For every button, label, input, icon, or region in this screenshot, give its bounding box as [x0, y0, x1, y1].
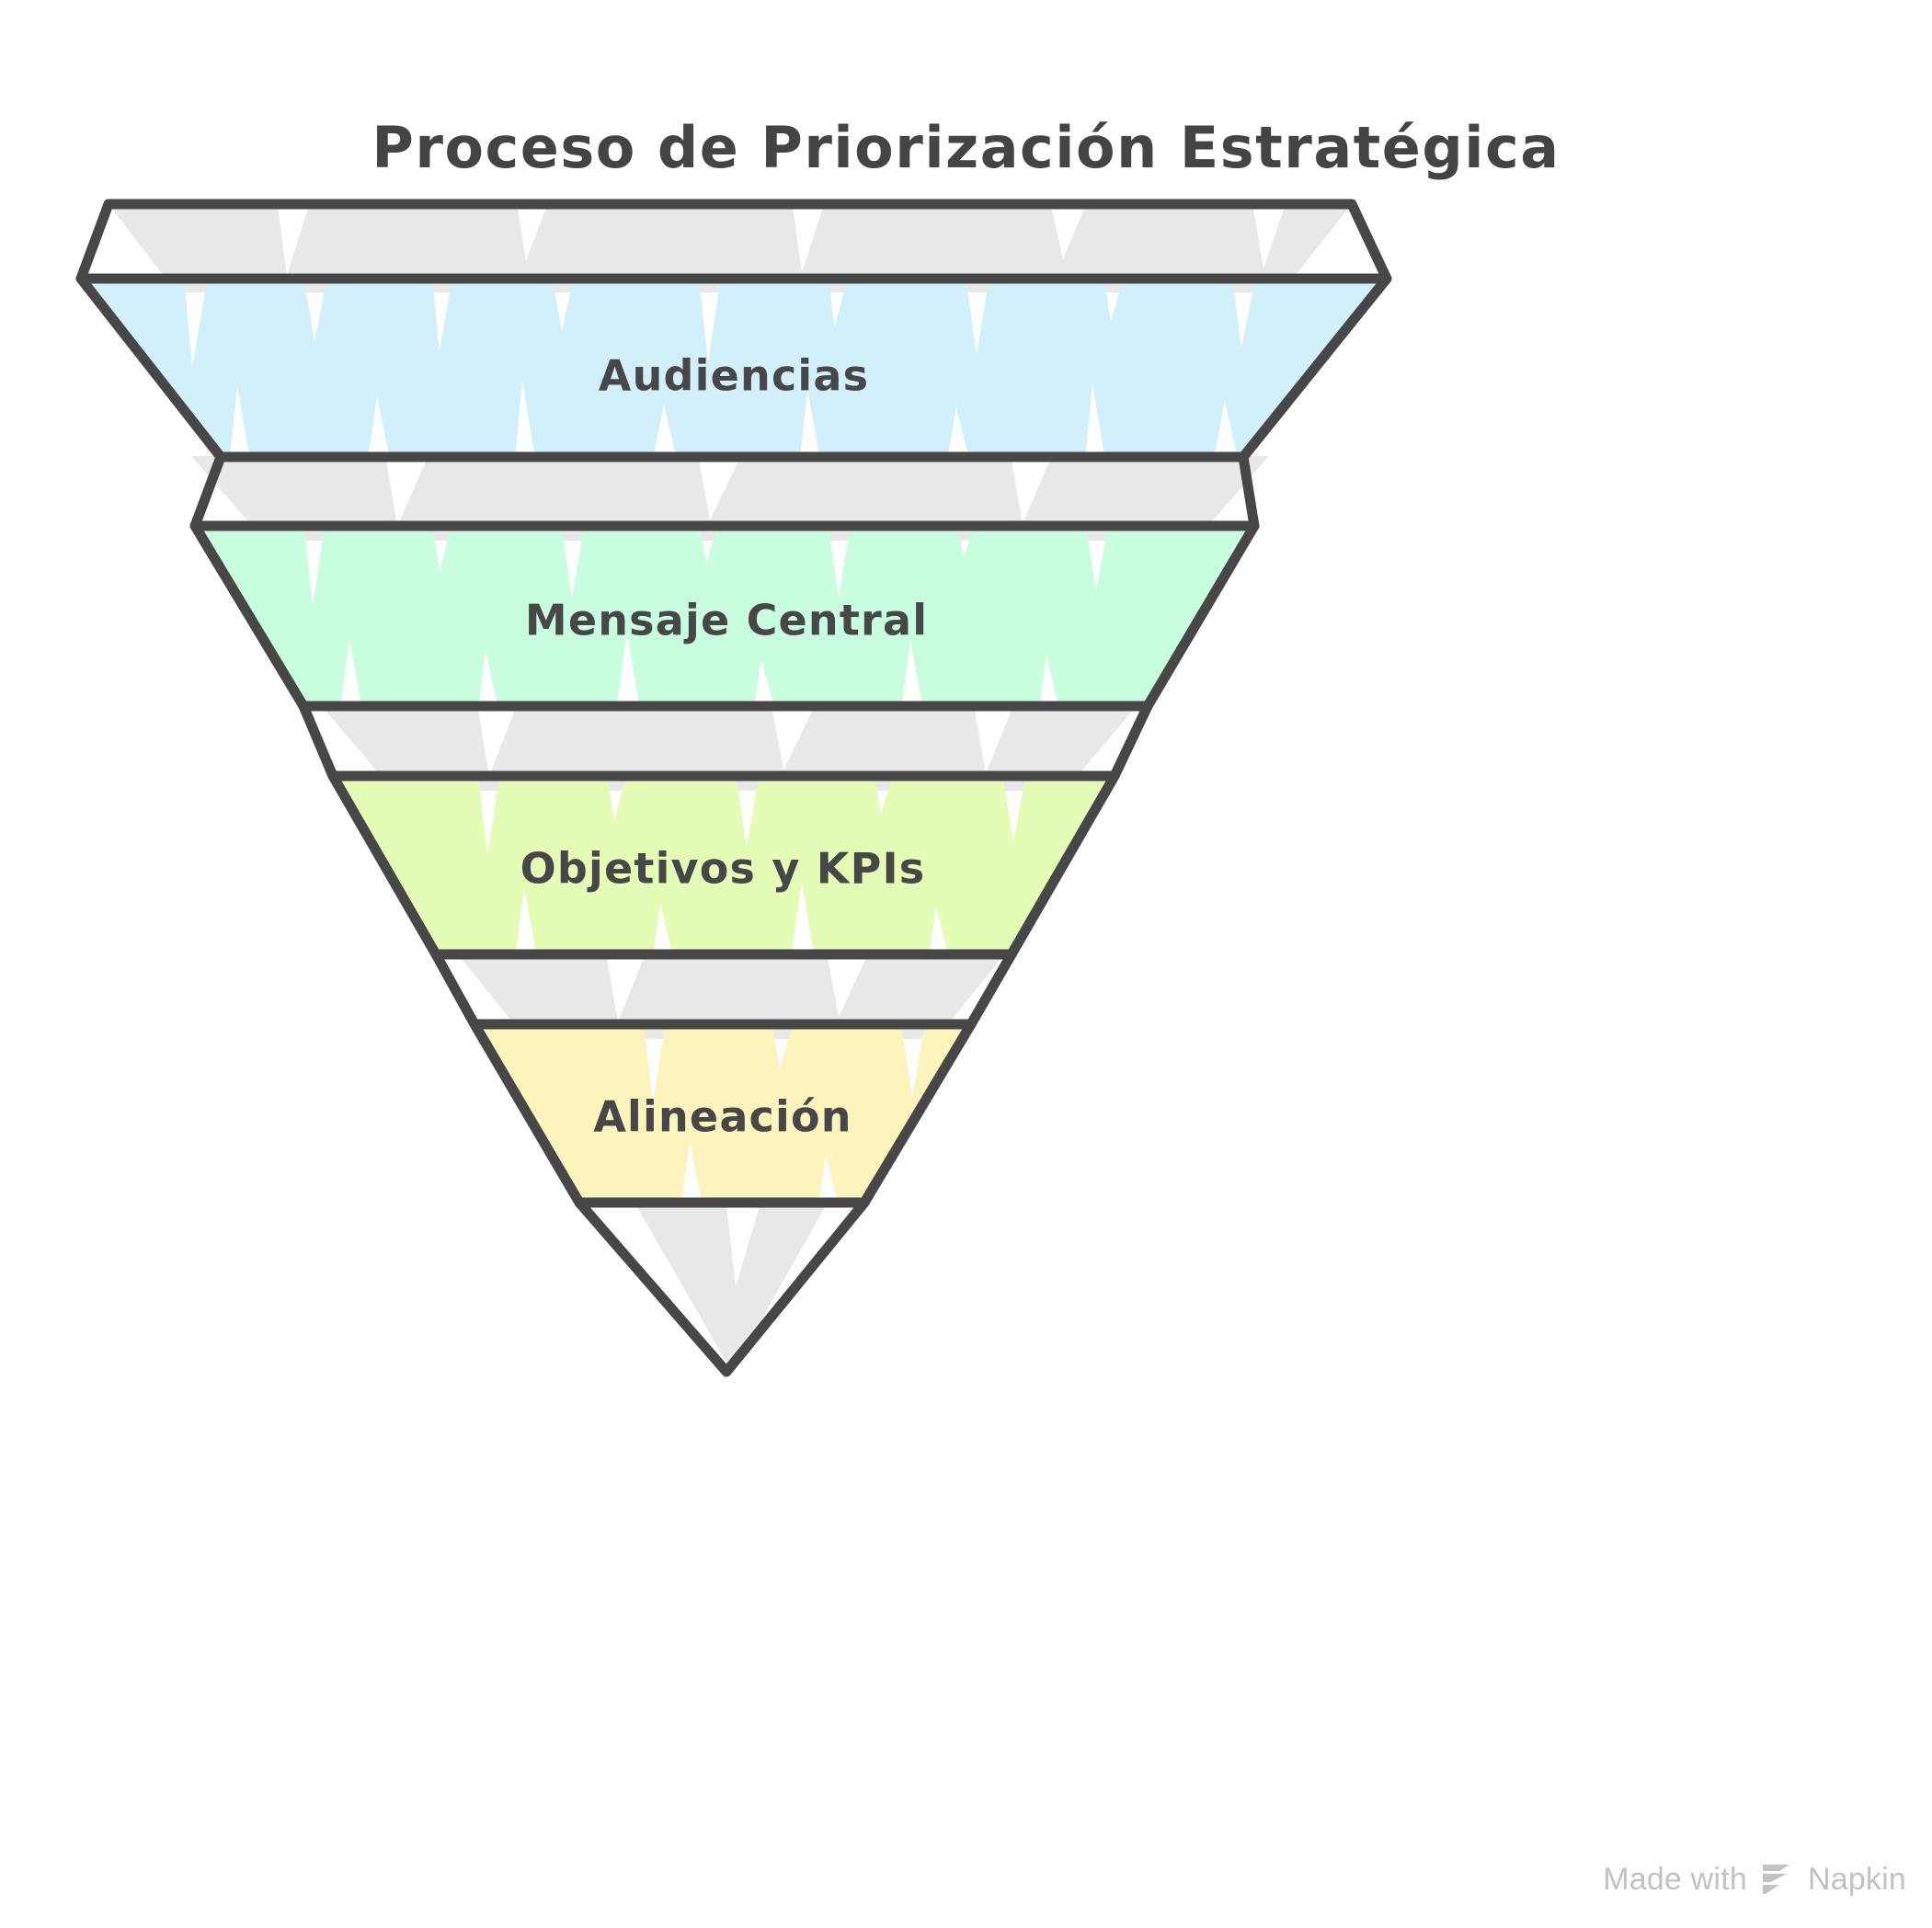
- napkin-logo-icon: [1762, 1865, 1789, 1894]
- funnel-connector-2: [298, 701, 1153, 781]
- backdrop-segment-3: [322, 706, 1137, 791]
- funnel-connector-3-right: [966, 949, 1017, 1030]
- funnel-tip: [574, 1197, 870, 1377]
- funnel-connector-2-right: [1109, 701, 1153, 781]
- funnel-top-cap: [75, 199, 1392, 284]
- funnel-stage-2[interactable]: Mensaje Central: [189, 520, 1260, 712]
- funnel-stage-4-label: Alineación: [593, 1092, 852, 1142]
- funnel-stage-1[interactable]: Audiencias: [75, 273, 1392, 462]
- watermark-brand: Napkin: [1807, 1862, 1906, 1897]
- backdrop-segment-4: [458, 954, 1004, 1039]
- funnel-connector-1-right: [1238, 451, 1260, 531]
- funnel-stage-1-shape[interactable]: [81, 279, 1387, 457]
- funnel-connector-1: [189, 451, 1260, 531]
- napkin-watermark: Made with Napkin: [1603, 1862, 1906, 1897]
- funnel-connector-3-left: [430, 949, 480, 1030]
- funnel-stage-4-shape[interactable]: [474, 1024, 971, 1203]
- watermark-prefix: Made with: [1603, 1862, 1747, 1897]
- page-title: Proceso de Priorización Estratégica: [372, 114, 1560, 181]
- funnel-tip-outline: [574, 1197, 870, 1377]
- funnel-stage-4[interactable]: Alineación: [469, 1019, 977, 1208]
- backdrop-segment-tip: [634, 1203, 828, 1372]
- funnel-connector-2-left: [298, 701, 338, 781]
- funnel-stage-3-shape[interactable]: [333, 776, 1115, 954]
- funnel-backdrop: [109, 204, 1352, 1372]
- funnel-stage-2-shape[interactable]: [195, 526, 1254, 706]
- funnel-top-cap-outline: [75, 199, 1392, 284]
- backdrop-segment-top: [109, 204, 1352, 292]
- funnel-stage-1-label: Audiencias: [599, 351, 869, 401]
- backdrop-segment-2: [191, 456, 1269, 541]
- funnel-connector-1-left: [189, 451, 226, 531]
- funnel-stage-3[interactable]: Objetivos y KPIs: [327, 770, 1120, 960]
- funnel-stage-2-label: Mensaje Central: [525, 596, 928, 645]
- funnel-connector-3: [430, 949, 1017, 1030]
- funnel-stage-3-label: Objetivos y KPIs: [520, 844, 926, 894]
